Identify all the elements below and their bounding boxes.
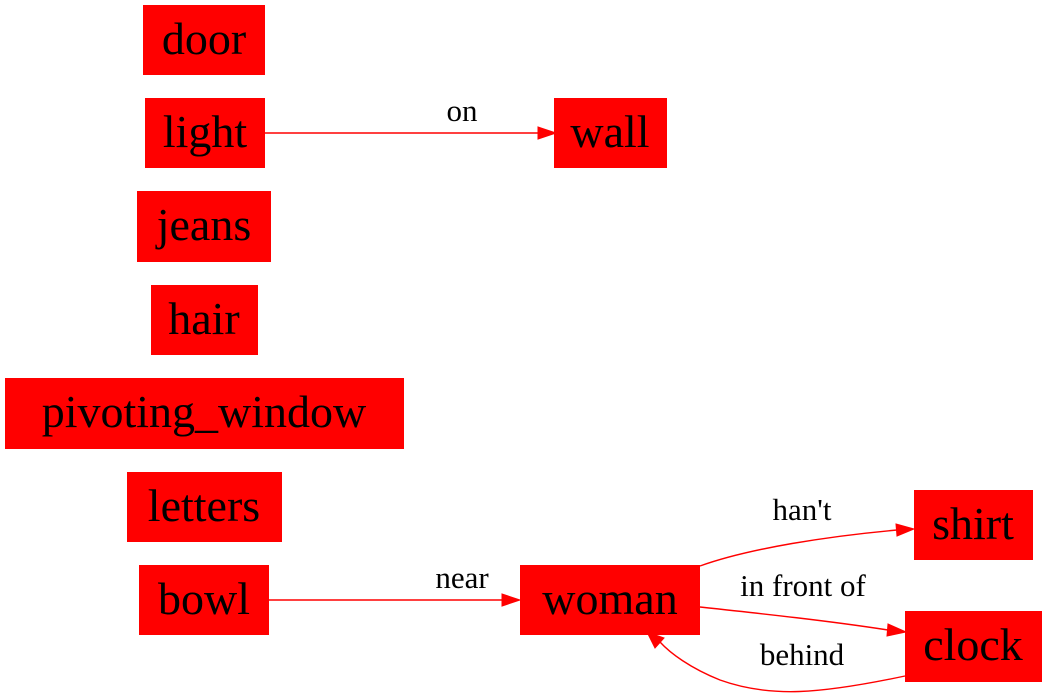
arrowhead-light-wall-icon — [537, 126, 558, 140]
arrowhead-woman-shirt-icon — [895, 523, 916, 537]
node-clock: clock — [905, 611, 1042, 682]
node-bowl: bowl — [139, 565, 269, 635]
edge-clock-woman: behind — [645, 631, 906, 693]
node-light: light — [145, 98, 265, 168]
edge-label-hant: han't — [773, 492, 832, 527]
edge-light-wall: on — [265, 93, 558, 140]
node-label-pivoting-window: pivoting_window — [42, 386, 367, 437]
node-woman: woman — [520, 565, 700, 635]
node-wall: wall — [554, 98, 667, 168]
node-door: door — [143, 5, 265, 75]
node-label-shirt: shirt — [932, 498, 1014, 549]
node-label-bowl: bowl — [158, 573, 250, 624]
node-label-jeans: jeans — [155, 199, 252, 250]
arrowhead-woman-clock-icon — [886, 623, 908, 637]
node-label-woman: woman — [542, 573, 677, 624]
node-hair: hair — [151, 285, 258, 355]
node-label-letters: letters — [148, 480, 260, 531]
edge-woman-clock: in front of — [699, 568, 908, 637]
node-label-hair: hair — [168, 293, 240, 344]
node-label-door: door — [162, 13, 246, 64]
edge-line-clock-woman — [659, 641, 906, 693]
node-label-clock: clock — [923, 619, 1023, 670]
edge-label-behind: behind — [760, 637, 845, 672]
edge-label-on: on — [447, 93, 479, 128]
node-label-wall: wall — [570, 106, 649, 157]
node-letters: letters — [127, 472, 282, 542]
edge-label-in-front-of: in front of — [740, 568, 866, 603]
node-shirt: shirt — [914, 490, 1033, 560]
node-pivoting-window: pivoting_window — [5, 378, 404, 449]
edge-line-woman-clock — [699, 606, 889, 631]
arrowhead-bowl-woman-icon — [501, 593, 522, 607]
edge-line-woman-shirt — [699, 529, 898, 567]
node-jeans: jeans — [137, 191, 271, 262]
edge-label-near: near — [435, 560, 489, 595]
edge-woman-shirt: han't — [699, 492, 916, 567]
node-label-light: light — [163, 106, 248, 157]
edge-bowl-woman: near — [269, 560, 522, 607]
